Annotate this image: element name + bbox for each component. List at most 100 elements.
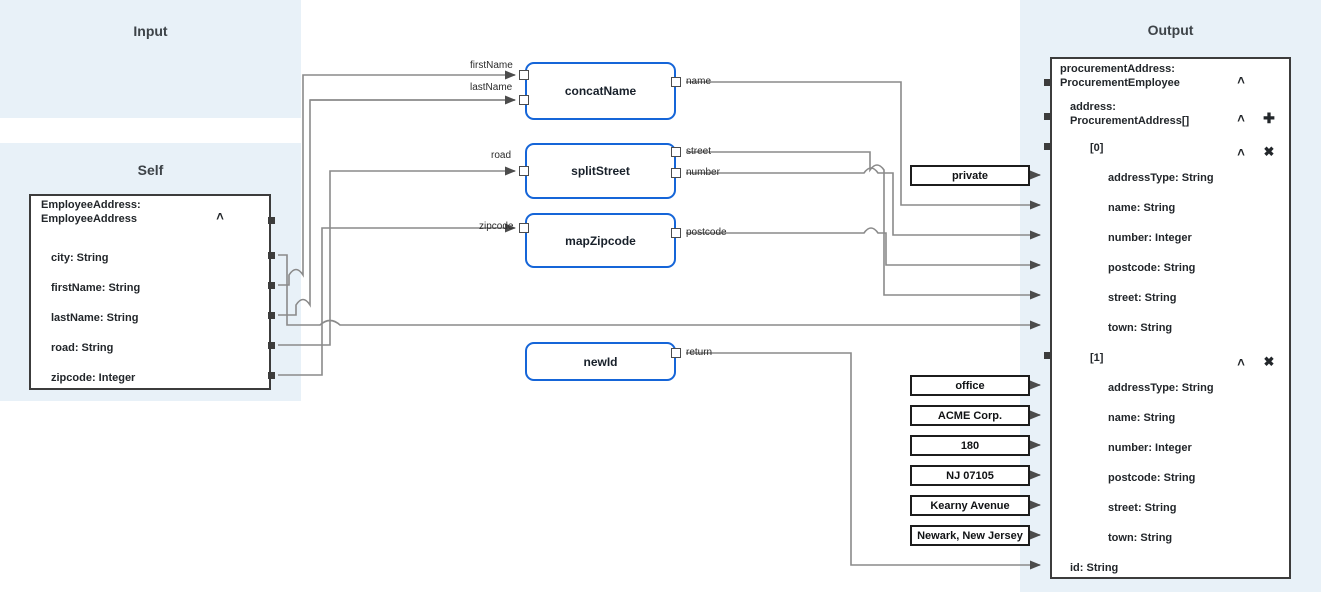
output-row-label: addressType: String bbox=[1108, 172, 1214, 185]
self-field-city[interactable]: city: String bbox=[31, 250, 269, 268]
constant-box-newark-new-jersey-label: Newark, New Jersey bbox=[917, 529, 1023, 542]
concatname-input-port-lastname[interactable] bbox=[519, 95, 529, 105]
output-row-0[interactable]: [0] bbox=[1052, 140, 1289, 158]
function-node-concatname[interactable]: concatName bbox=[525, 62, 676, 120]
output-row-name-string[interactable]: name: String bbox=[1052, 410, 1289, 428]
function-node-newid[interactable]: newId bbox=[525, 342, 676, 381]
concatname-output-port-name[interactable] bbox=[671, 77, 681, 87]
self-field-lastname-label: lastName: String bbox=[51, 312, 139, 325]
output-row-add-item-plus-icon[interactable]: ✚ bbox=[1263, 110, 1275, 126]
output-panel-title: Output bbox=[1147, 22, 1194, 38]
self-port-zipcode[interactable] bbox=[268, 372, 275, 379]
output-row-label: town: String bbox=[1108, 532, 1173, 545]
output-row-label: id: String bbox=[1070, 562, 1119, 575]
output-row-label: name: String bbox=[1108, 412, 1176, 425]
self-port-firstname[interactable] bbox=[268, 282, 275, 289]
constant-box-private[interactable]: private bbox=[910, 165, 1030, 186]
output-row-number-integer[interactable]: number: Integer bbox=[1052, 440, 1289, 458]
splitstreet-input-port-road[interactable] bbox=[519, 166, 529, 176]
output-port-item-1[interactable] bbox=[1044, 352, 1051, 359]
self-port-city[interactable] bbox=[268, 252, 275, 259]
output-row-street-string[interactable]: street: String bbox=[1052, 500, 1289, 518]
output-row-collapse-chevron-up-icon[interactable]: ˄ bbox=[1237, 73, 1245, 88]
port-label-number: number bbox=[686, 167, 720, 178]
constant-box-180[interactable]: 180 bbox=[910, 435, 1030, 456]
output-row-label: postcode: String bbox=[1108, 472, 1196, 485]
concatname-input-port-firstname[interactable] bbox=[519, 70, 529, 80]
input-panel bbox=[0, 0, 301, 118]
constant-box-kearny-avenue[interactable]: Kearny Avenue bbox=[910, 495, 1030, 516]
output-row-label: number: Integer bbox=[1108, 232, 1192, 245]
self-field-firstname[interactable]: firstName: String bbox=[31, 280, 269, 298]
constant-box-private-label: private bbox=[951, 169, 989, 182]
function-node-mapzipcode[interactable]: mapZipcode bbox=[525, 213, 676, 268]
output-row-remove-item-close-icon[interactable]: ✖ bbox=[1263, 354, 1275, 369]
output-row-name-string[interactable]: name: String bbox=[1052, 200, 1289, 218]
output-row-address[interactable]: address: ProcurementAddress[] bbox=[1052, 101, 1289, 127]
self-field-zipcode[interactable]: zipcode: Integer bbox=[31, 370, 269, 388]
output-row-collapse-chevron-up-icon[interactable]: ˄ bbox=[1237, 355, 1245, 370]
self-field-lastname[interactable]: lastName: String bbox=[31, 310, 269, 328]
output-row-label: addressType: String bbox=[1108, 382, 1214, 395]
output-row-postcode-string[interactable]: postcode: String bbox=[1052, 470, 1289, 488]
self-schema-node[interactable]: EmployeeAddress: EmployeeAddress ˄ city:… bbox=[29, 194, 271, 390]
input-panel-title: Input bbox=[133, 23, 168, 39]
self-field-road[interactable]: road: String bbox=[31, 340, 269, 358]
function-node-splitstreet[interactable]: splitStreet bbox=[525, 143, 676, 199]
splitstreet-output-port-number[interactable] bbox=[671, 168, 681, 178]
output-row-label: town: String bbox=[1108, 322, 1173, 335]
output-schema-node[interactable]: procurementAddress: ProcurementEmployee˄… bbox=[1050, 57, 1291, 579]
self-field-city-label: city: String bbox=[51, 252, 109, 265]
output-row-addresstype-string[interactable]: addressType: String bbox=[1052, 170, 1289, 188]
port-label-postcode: postcode bbox=[686, 227, 727, 238]
function-node-newid-label: newId bbox=[583, 354, 618, 369]
output-row-label: postcode: String bbox=[1108, 262, 1196, 275]
mapzipcode-output-port-postcode[interactable] bbox=[671, 228, 681, 238]
port-label-name: name bbox=[686, 76, 712, 87]
output-row-street-string[interactable]: street: String bbox=[1052, 290, 1289, 308]
constant-box-kearny-avenue-label: Kearny Avenue bbox=[930, 499, 1010, 512]
splitstreet-output-port-street[interactable] bbox=[671, 147, 681, 157]
self-node-header: EmployeeAddress: EmployeeAddress bbox=[31, 199, 269, 225]
self-panel-title: Self bbox=[137, 162, 164, 178]
constant-box-acme-corp[interactable]: ACME Corp. bbox=[910, 405, 1030, 426]
self-field-firstname-label: firstName: String bbox=[51, 282, 141, 295]
output-row-number-integer[interactable]: number: Integer bbox=[1052, 230, 1289, 248]
output-port-procurementaddress[interactable] bbox=[1044, 79, 1051, 86]
constant-box-nj-07105[interactable]: NJ 07105 bbox=[910, 465, 1030, 486]
output-row-label: name: String bbox=[1108, 202, 1176, 215]
port-label-road: road bbox=[491, 150, 512, 161]
output-row-label: [0] bbox=[1090, 142, 1104, 155]
constant-box-office-label: office bbox=[955, 379, 985, 392]
output-row-addresstype-string[interactable]: addressType: String bbox=[1052, 380, 1289, 398]
self-node-collapse-chevron-up-icon[interactable]: ˄ bbox=[216, 209, 224, 224]
function-node-splitstreet-label: splitStreet bbox=[571, 164, 630, 178]
output-row-collapse-chevron-up-icon[interactable]: ˄ bbox=[1237, 111, 1245, 126]
function-node-mapzipcode-label: mapZipcode bbox=[565, 233, 636, 248]
port-label-zipcode: zipcode bbox=[479, 221, 514, 232]
output-row-label: street: String bbox=[1108, 502, 1177, 515]
output-row-town-string[interactable]: town: String bbox=[1052, 530, 1289, 548]
output-row-procurementaddress[interactable]: procurementAddress: ProcurementEmployee bbox=[1052, 63, 1289, 89]
output-row-postcode-string[interactable]: postcode: String bbox=[1052, 260, 1289, 278]
output-row-label: [1] bbox=[1090, 352, 1104, 365]
output-row-1[interactable]: [1] bbox=[1052, 350, 1289, 368]
constant-box-office[interactable]: office bbox=[910, 375, 1030, 396]
function-node-concatname-label: concatName bbox=[564, 84, 637, 98]
port-label-firstname: firstName bbox=[470, 60, 513, 71]
output-row-remove-item-close-icon[interactable]: ✖ bbox=[1263, 144, 1275, 159]
self-port-header[interactable] bbox=[268, 217, 275, 224]
output-port-address[interactable] bbox=[1044, 113, 1051, 120]
output-row-id-string[interactable]: id: String bbox=[1052, 560, 1289, 578]
port-label-street: street bbox=[686, 146, 712, 157]
mapzipcode-input-port-zipcode[interactable] bbox=[519, 223, 529, 233]
output-port-item-0[interactable] bbox=[1044, 143, 1051, 150]
output-row-town-string[interactable]: town: String bbox=[1052, 320, 1289, 338]
constant-box-nj-07105-label: NJ 07105 bbox=[946, 469, 994, 482]
self-port-road[interactable] bbox=[268, 342, 275, 349]
output-row-collapse-chevron-up-icon[interactable]: ˄ bbox=[1237, 145, 1245, 160]
newid-output-port-return[interactable] bbox=[671, 348, 681, 358]
self-port-lastname[interactable] bbox=[268, 312, 275, 319]
constant-box-newark-new-jersey[interactable]: Newark, New Jersey bbox=[910, 525, 1030, 546]
